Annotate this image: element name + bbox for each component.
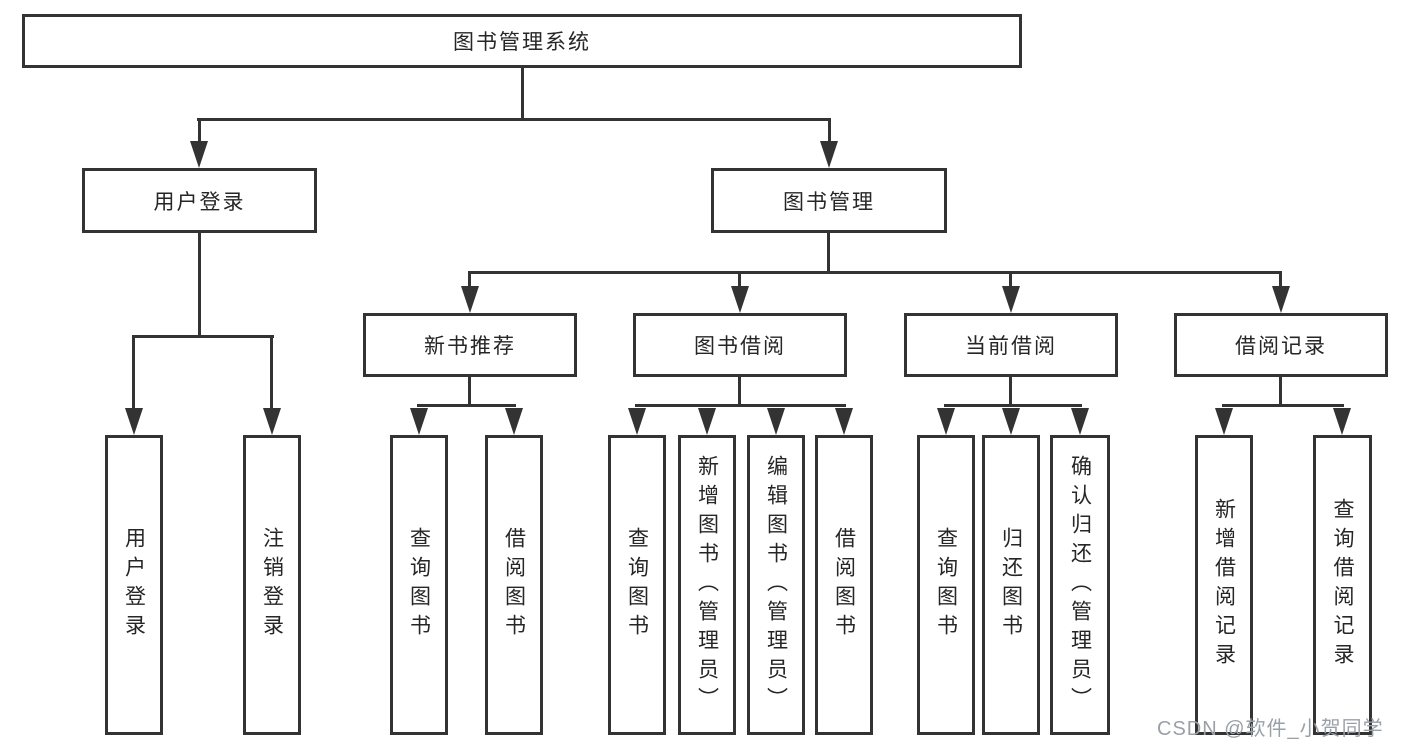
node-leaf-br-add-record: 新增借阅记录 xyxy=(1195,435,1253,735)
node-leaf-br-query-record-label: 查询借阅记录 xyxy=(1331,498,1354,672)
node-leaf-cb-return-books-label: 归还图书 xyxy=(999,527,1023,643)
node-borrowing-records-label: 借阅记录 xyxy=(1235,335,1327,358)
arrowhead-down-icon xyxy=(628,408,646,435)
node-leaf-bb-add-books-admin-label: 新增图书（管理员） xyxy=(695,454,719,716)
node-new-book-recommend: 新书推荐 xyxy=(363,313,577,377)
connector-line xyxy=(827,233,830,272)
arrowhead-down-icon xyxy=(698,408,716,435)
arrowhead-down-icon xyxy=(1215,408,1233,435)
node-leaf-bb-borrow-books-label: 借阅图书 xyxy=(832,527,856,643)
watermark: CSDN @软件_小贺同学 xyxy=(1157,718,1384,740)
connector-line xyxy=(198,118,201,143)
node-new-book-recommend-label: 新书推荐 xyxy=(424,335,516,358)
arrowhead-down-icon xyxy=(820,141,838,168)
node-current-borrowing-label: 当前借阅 xyxy=(965,335,1057,358)
arrowhead-down-icon xyxy=(190,141,208,168)
connector-line xyxy=(1279,271,1282,288)
node-leaf-nb-query-books-label: 查询图书 xyxy=(407,527,431,643)
node-leaf-bb-query-books-label: 查询图书 xyxy=(625,527,649,643)
node-borrowing-records: 借阅记录 xyxy=(1174,313,1388,377)
connector-line xyxy=(1279,377,1282,405)
arrowhead-down-icon xyxy=(1002,408,1020,435)
arrowhead-down-icon xyxy=(1333,408,1351,435)
connector-line xyxy=(944,404,1082,407)
node-leaf-user-login: 用户登录 xyxy=(105,435,163,735)
node-leaf-nb-borrow-books-label: 借阅图书 xyxy=(502,527,526,643)
node-leaf-cb-confirm-return-admin-label: 确认归还（管理员） xyxy=(1068,454,1092,716)
arrowhead-down-icon xyxy=(263,408,281,435)
node-root-label: 图书管理系统 xyxy=(453,31,591,54)
node-leaf-user-login-label: 用户登录 xyxy=(122,527,146,643)
connector-line xyxy=(468,271,1282,274)
node-leaf-cb-query-books-label: 查询图书 xyxy=(934,527,958,643)
connector-line xyxy=(197,118,831,121)
node-user-login-branch-label: 用户登录 xyxy=(153,190,246,214)
connector-line xyxy=(828,118,831,143)
connector-line xyxy=(198,233,201,336)
node-current-borrowing: 当前借阅 xyxy=(904,313,1118,377)
node-leaf-cb-return-books: 归还图书 xyxy=(982,435,1040,735)
node-root: 图书管理系统 xyxy=(22,14,1022,68)
node-leaf-bb-add-books-admin: 新增图书（管理员） xyxy=(678,435,736,735)
arrowhead-down-icon xyxy=(125,408,143,435)
node-leaf-br-query-record: 查询借阅记录 xyxy=(1313,435,1372,735)
connector-line xyxy=(1222,404,1344,407)
connector-line xyxy=(521,68,524,120)
node-leaf-bb-edit-books-admin-label: 编辑图书（管理员） xyxy=(764,454,788,716)
node-book-management-label: 图书管理 xyxy=(783,190,875,214)
node-user-login-branch: 用户登录 xyxy=(82,168,317,233)
connector-line xyxy=(132,335,274,338)
node-book-borrowing: 图书借阅 xyxy=(633,313,847,377)
node-book-management: 图书管理 xyxy=(711,168,947,233)
connector-line xyxy=(468,271,471,288)
connector-line xyxy=(468,377,471,405)
node-leaf-bb-query-books: 查询图书 xyxy=(608,435,666,735)
connector-line xyxy=(132,335,135,409)
node-leaf-bb-borrow-books: 借阅图书 xyxy=(815,435,873,735)
node-leaf-nb-borrow-books: 借阅图书 xyxy=(485,435,543,735)
connector-line xyxy=(738,377,741,405)
arrowhead-down-icon xyxy=(731,286,749,313)
connector-line xyxy=(1009,271,1012,288)
arrowhead-down-icon xyxy=(461,286,479,313)
arrowhead-down-icon xyxy=(937,408,955,435)
arrowhead-down-icon xyxy=(1272,286,1290,313)
connector-line xyxy=(635,404,846,407)
arrowhead-down-icon xyxy=(505,408,523,435)
connector-line xyxy=(1009,377,1012,405)
node-leaf-logout-label: 注销登录 xyxy=(260,527,284,643)
connector-line xyxy=(738,271,741,288)
node-leaf-cb-confirm-return-admin: 确认归还（管理员） xyxy=(1050,435,1110,735)
arrowhead-down-icon xyxy=(1071,408,1089,435)
arrowhead-down-icon xyxy=(835,408,853,435)
arrowhead-down-icon xyxy=(410,408,428,435)
node-leaf-bb-edit-books-admin: 编辑图书（管理员） xyxy=(747,435,805,735)
arrowhead-down-icon xyxy=(1002,286,1020,313)
node-book-borrowing-label: 图书借阅 xyxy=(694,335,786,358)
node-leaf-logout: 注销登录 xyxy=(243,435,301,735)
arrowhead-down-icon xyxy=(767,408,785,435)
node-leaf-nb-query-books: 查询图书 xyxy=(390,435,448,735)
node-leaf-br-add-record-label: 新增借阅记录 xyxy=(1212,498,1236,672)
connector-line xyxy=(270,335,273,409)
connector-line xyxy=(417,404,516,407)
node-leaf-cb-query-books: 查询图书 xyxy=(917,435,975,735)
